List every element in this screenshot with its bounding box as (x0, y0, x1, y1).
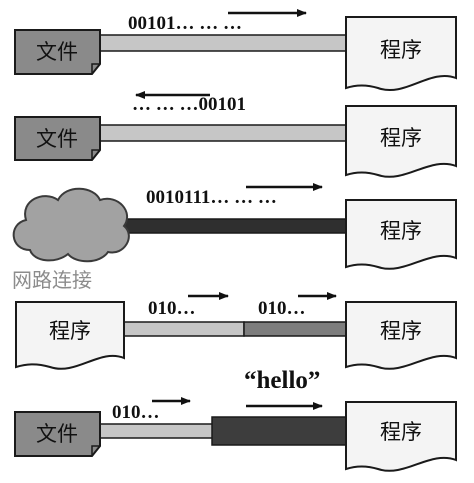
network-connection-label: 网路连接 (12, 268, 92, 292)
program-label: 程序 (380, 38, 422, 62)
data-bits-right: 010… (258, 298, 306, 319)
data-bits: 0010111… … … (146, 187, 277, 208)
data-bits: 00101… … … (128, 13, 242, 34)
hello-string: “hello” (244, 367, 320, 394)
program-doc-left: 程序 (15, 301, 125, 370)
program-label: 程序 (49, 319, 91, 343)
program-doc: 程序 (345, 199, 457, 270)
data-bits: … … …00101 (132, 94, 246, 115)
program-label: 程序 (380, 420, 422, 444)
file-box: 文件 (14, 411, 101, 457)
program-doc: 程序 (345, 401, 457, 472)
file-label: 文件 (36, 422, 78, 446)
pipe-light (117, 321, 245, 337)
row-3: 网路连接 程序 0010111… … … (12, 183, 457, 292)
data-bits: 010… (112, 402, 160, 423)
string-block (211, 416, 349, 446)
file-label: 文件 (36, 127, 78, 151)
file-box: 文件 (14, 29, 101, 75)
row-2: 文件 程序 … … …00101 (14, 91, 457, 178)
program-doc: 程序 (345, 105, 457, 178)
data-bits-left: 010… (148, 298, 196, 319)
pipe (97, 124, 349, 142)
file-box: 文件 (14, 116, 101, 161)
file-label: 文件 (36, 40, 78, 64)
program-doc-right: 程序 (345, 301, 457, 370)
row-4: 程序 程序 010… 010… (15, 292, 457, 370)
row-5: 文件 程序 010… “hello” (14, 367, 457, 472)
row-1: 文件 程序 00101… … … (14, 9, 457, 91)
program-label: 程序 (380, 319, 422, 343)
program-label: 程序 (380, 219, 422, 243)
pipe-medium (243, 321, 349, 337)
pipe (97, 34, 349, 52)
pipe-dark (117, 218, 349, 234)
pipe-light (97, 423, 215, 439)
cloud-icon (12, 187, 130, 263)
program-label: 程序 (380, 126, 422, 150)
program-doc: 程序 (345, 16, 457, 91)
